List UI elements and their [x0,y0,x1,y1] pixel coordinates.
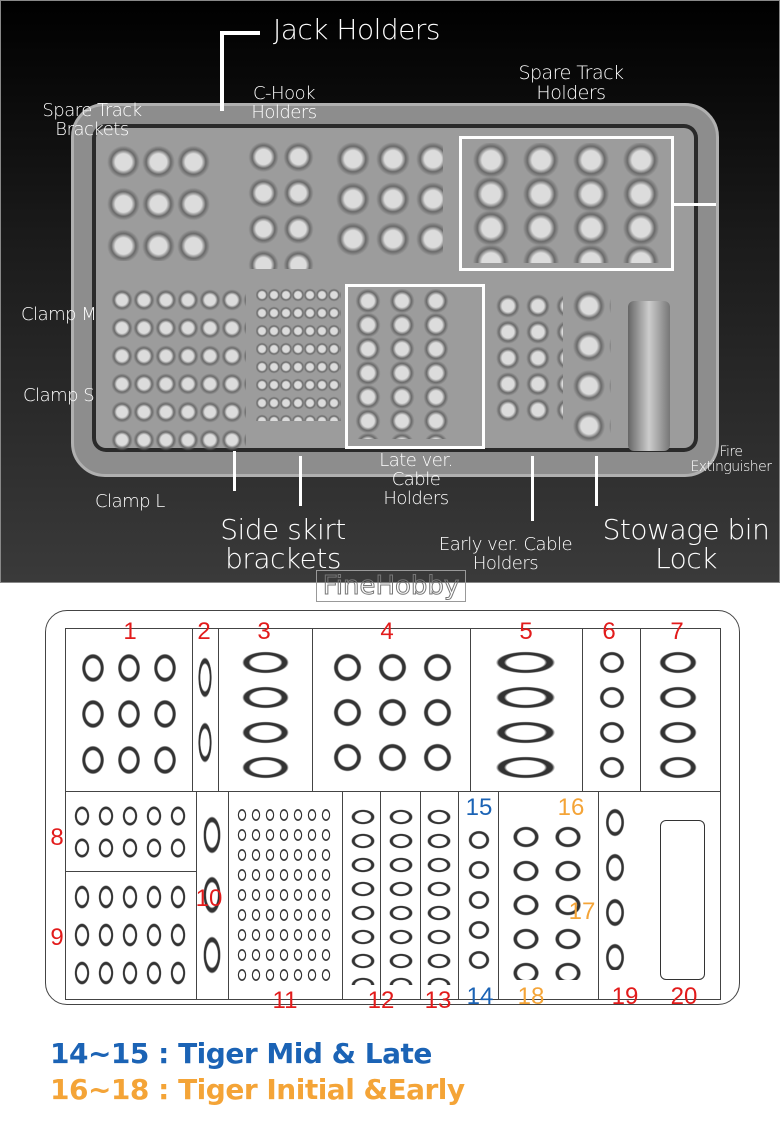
part-number-3: 3 [257,618,271,645]
part-number-14: 14 [466,983,494,1010]
part-number-18: 18 [517,983,545,1010]
part-10-drawing [198,805,226,985]
parts-diagram-inner [65,628,721,1000]
label-clamp-m: Clamp M [21,304,97,325]
part-6-drawing [592,645,632,785]
part-number-10: 10 [195,885,223,912]
part-2-drawing [194,645,216,775]
label-spare-track-holders: Spare Track Holders [518,62,624,104]
part-number-13: 13 [424,987,452,1014]
spare-track-holders-highlight [459,136,674,271]
clamp-parts [111,286,246,451]
part-number-2: 2 [197,618,211,645]
late-cable-holders-highlight [345,284,485,449]
late-cable-holder-parts [351,289,451,439]
spare-track-holder-parts [466,143,666,263]
part-1-drawing [75,645,183,783]
part-9-drawing [70,878,192,993]
product-photo: Jack Holders Spare Track Holders C-Hook … [0,0,780,583]
label-early-cable-holders: Early ver. Cable Holders [438,534,573,574]
part-11-drawing [235,805,335,985]
part-number-8: 8 [50,824,64,851]
label-clamp-s: Clamp S [23,385,95,406]
legend-initial-early: 16~18 : Tiger Initial &Early [50,1073,465,1106]
part-16-18-drawing [505,820,590,980]
part-number-17: 17 [568,898,596,925]
jack-holder-parts [333,139,443,259]
part-20-drawing [660,820,705,980]
part-number-20: 20 [670,983,698,1010]
part-number-5: 5 [519,618,533,645]
part-19-drawing [600,800,630,970]
label-side-skirt-brackets: Side skirt brackets [220,513,346,576]
label-late-cable-holders: Late ver. Cable Holders [379,450,453,509]
label-stowage-bin-lock: Stowage bin Lock [602,513,770,576]
part-number-1: 1 [123,618,137,645]
fire-extinguisher-part [628,301,670,451]
part-number-15: 15 [465,794,493,821]
label-spare-track-brackets: Spare Track Brackets [42,100,142,140]
finehobby-watermark: FineHobby [316,570,466,602]
early-cable-holder-parts [493,293,563,423]
part-number-4: 4 [380,618,394,645]
part-3-drawing [228,645,303,785]
label-c-hook-holders: C-Hook Holders [251,83,317,123]
part-5-drawing [478,645,573,785]
label-jack-holders: Jack Holders [273,13,441,46]
spare-track-brackets-parts [106,141,211,261]
side-skirt-bracket-parts [256,286,341,421]
part-number-7: 7 [670,618,684,645]
part-number-11: 11 [272,987,298,1014]
parts-diagram-frame [45,610,740,1005]
stowage-lock-parts [571,286,611,446]
part-14-15-drawing [462,825,496,975]
label-clamp-l: Clamp L [95,491,165,512]
part-7-drawing [648,645,708,785]
part-8-drawing [70,800,192,865]
part-12-13-drawing [344,805,456,985]
legend-mid-late: 14~15 : Tiger Mid & Late [50,1037,432,1070]
part-number-12: 12 [367,987,395,1014]
part-number-19: 19 [611,983,639,1010]
part-number-16: 16 [557,794,585,821]
label-fire-extinguisher: Fire Extinguisher [690,444,772,475]
c-hook-holder-parts [246,139,316,269]
part-number-6: 6 [602,618,616,645]
part-number-9: 9 [50,924,64,951]
part-4-drawing [325,645,460,780]
